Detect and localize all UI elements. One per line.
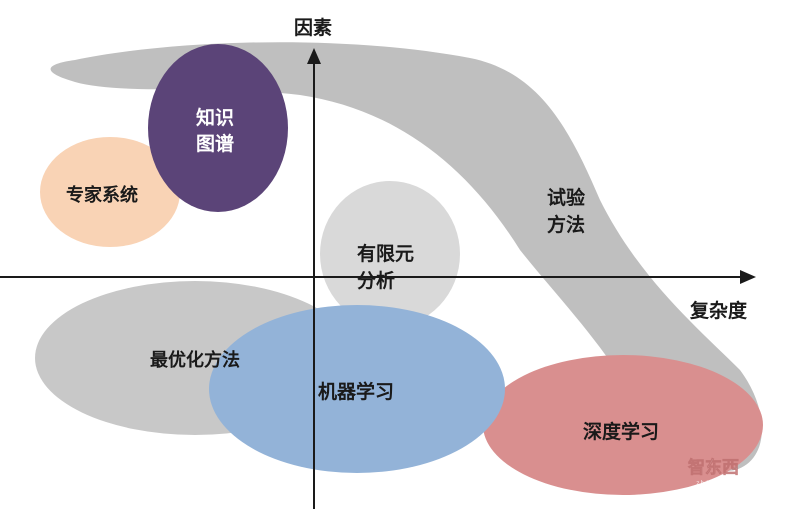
expert-system-label: 专家系统 xyxy=(66,184,138,206)
optimization-label: 最优化方法 xyxy=(150,349,240,371)
deep-learning-label: 深度学习 xyxy=(583,420,659,443)
machine-learning-region xyxy=(209,305,505,473)
machine-learning-label: 机器学习 xyxy=(318,380,394,403)
finite-element-label-line1: 有限元 xyxy=(357,242,414,265)
test-method-label-line2: 方法 xyxy=(547,213,585,236)
knowledge-graph-region xyxy=(148,44,288,212)
x-axis-label: 复杂度 xyxy=(689,299,748,322)
x-axis-arrow-icon xyxy=(740,270,756,284)
y-axis-label: 因素 xyxy=(294,16,332,39)
expert-system-region xyxy=(40,137,180,247)
deep-learning-region xyxy=(483,355,763,495)
watermark: 智东西 zhidx.com xyxy=(688,457,740,487)
watermark-brand: 智东西 xyxy=(688,457,739,478)
watermark-sub: zhidx.com xyxy=(696,480,738,487)
knowledge-graph-label-line2: 图谱 xyxy=(196,132,234,155)
test-method-label-line1: 试验 xyxy=(547,186,586,209)
y-axis-arrow-icon xyxy=(307,48,321,64)
knowledge-graph-label-line1: 知识 xyxy=(196,106,234,129)
finite-element-label-line2: 分析 xyxy=(357,269,395,292)
finite-element-region xyxy=(320,181,460,327)
